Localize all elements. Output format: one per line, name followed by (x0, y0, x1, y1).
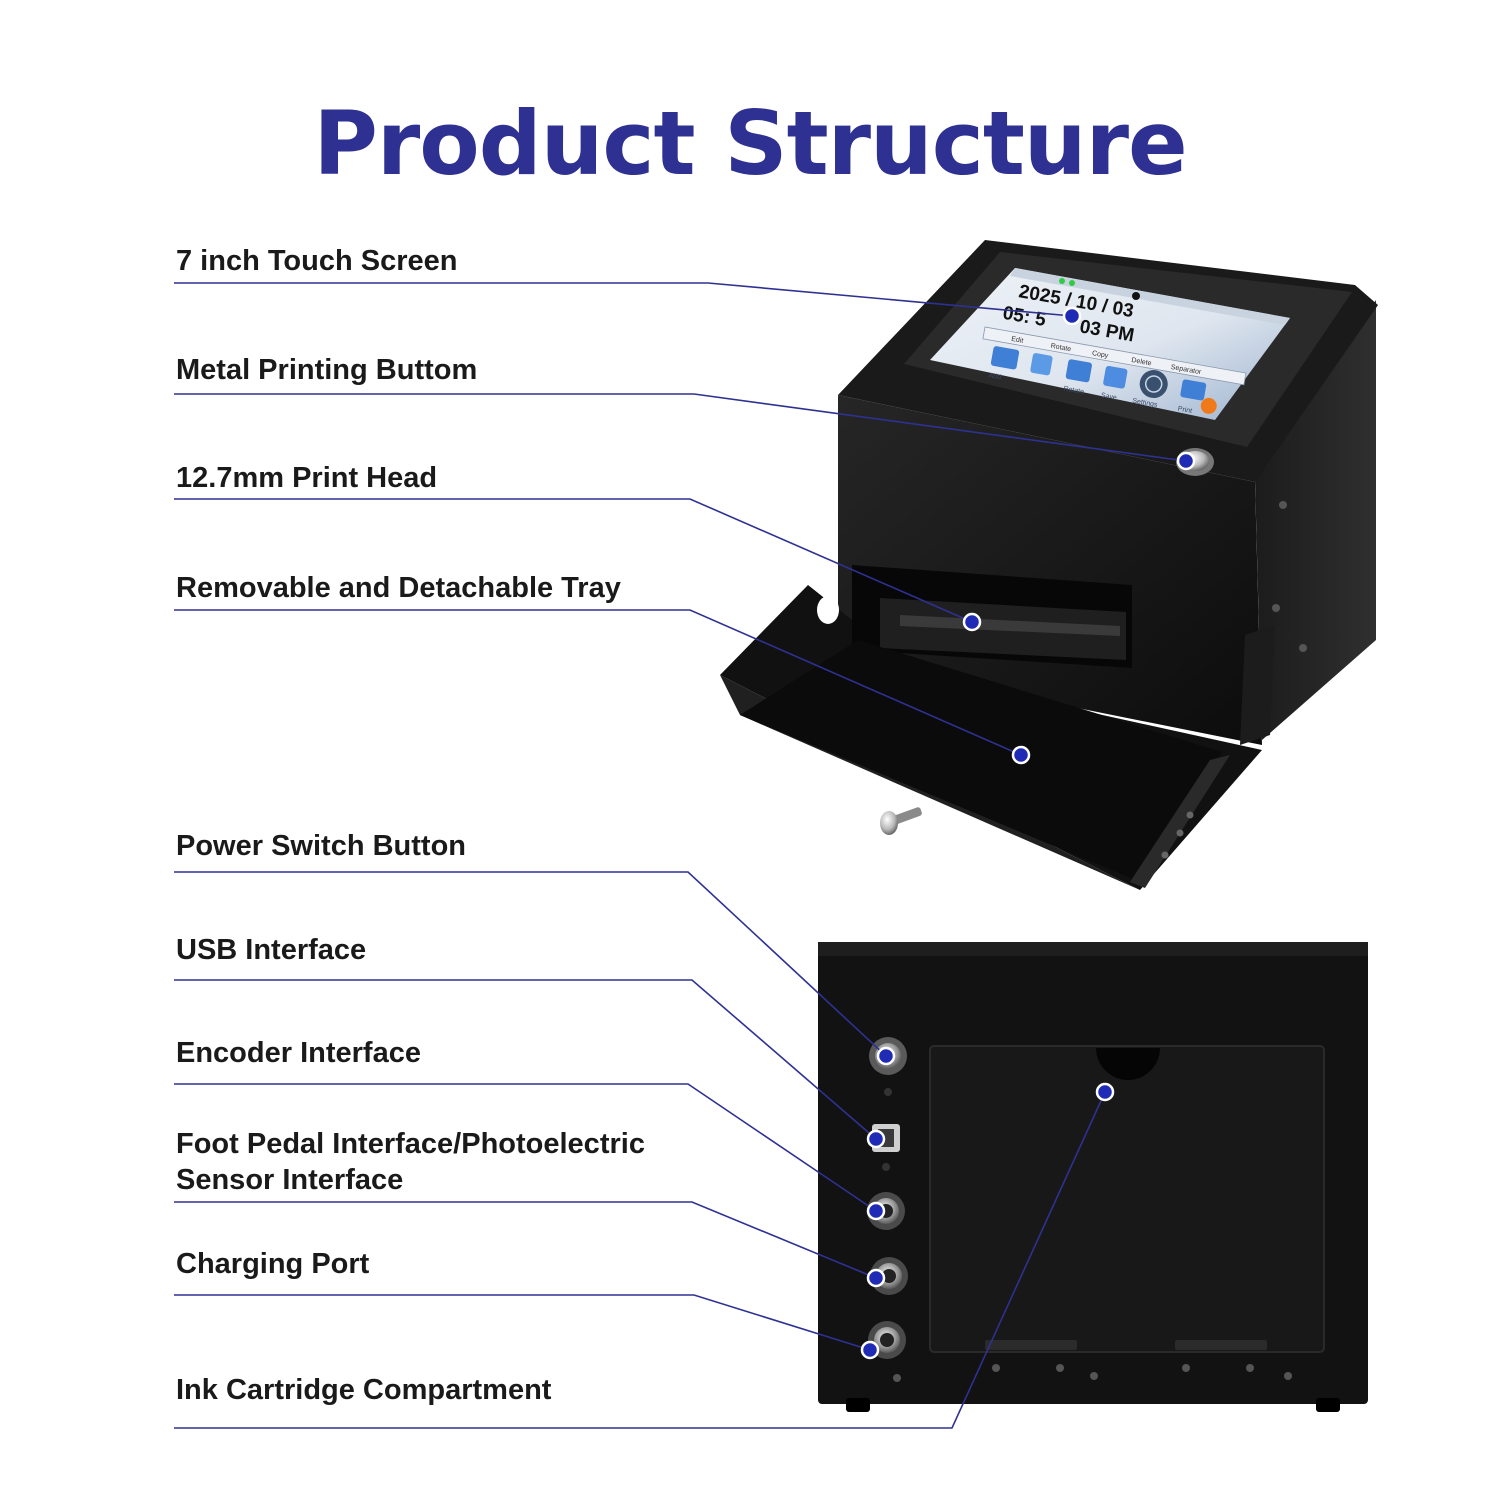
label-foot-pedal-line1: Foot Pedal Interface/Photoelectric (176, 1128, 645, 1160)
settings-icon[interactable] (1137, 368, 1169, 400)
page-title: Product Structure (313, 92, 1187, 195)
screen-tab-rotate[interactable]: Rotate (1050, 343, 1072, 353)
save-icon[interactable] (1103, 365, 1128, 389)
printer-side-view (818, 942, 1368, 1412)
screen-tab-delete[interactable]: Delete (1131, 357, 1152, 367)
marker-print-button (1176, 451, 1196, 471)
ink-cartridge-door[interactable] (929, 1045, 1325, 1353)
leader-ink-cartridge (174, 1091, 1106, 1429)
marker-tray (1011, 745, 1031, 765)
printer-upper-view: 2025 / 10 / 03 05: 5 03 PM Edit Rotate C… (720, 240, 1378, 890)
screen-icon-label-add: Add (988, 372, 1002, 381)
leader-touch-screen (174, 282, 1073, 317)
marker-charging (860, 1340, 880, 1360)
label-ink-cartridge: Ink Cartridge Compartment (176, 1374, 552, 1406)
label-print-button: Metal Printing Buttom (176, 354, 478, 386)
back-icon[interactable] (1199, 397, 1218, 416)
leader-print-button (174, 393, 1187, 462)
leader-print-head (174, 498, 973, 623)
add-icon[interactable] (1030, 353, 1053, 376)
leader-usb (174, 979, 877, 1140)
leader-charging (174, 1294, 871, 1351)
leader-foot-pedal (174, 1201, 877, 1279)
label-power-switch: Power Switch Button (176, 830, 466, 862)
label-touch-screen: 7 inch Touch Screen (176, 245, 458, 277)
folder-icon[interactable] (990, 346, 1020, 370)
screen-icon-label-save: Save (1100, 392, 1117, 402)
leader-power-switch (174, 871, 887, 1057)
screen-tab-copy[interactable]: Copy (1091, 350, 1109, 360)
screen-icon-label-print: Print (1177, 406, 1192, 415)
callout-markers (860, 306, 1196, 1360)
screen-icon-label-settings: Settings (1132, 398, 1159, 409)
label-encoder: Encoder Interface (176, 1037, 421, 1069)
label-charging: Charging Port (176, 1248, 370, 1280)
leader-tray (174, 609, 1022, 756)
marker-foot-pedal (866, 1268, 886, 1288)
rotate-icon[interactable] (1065, 359, 1092, 383)
label-tray: Removable and Detachable Tray (176, 572, 621, 604)
leader-lines (174, 282, 1187, 1429)
leader-encoder (174, 1083, 877, 1212)
marker-ink-cartridge (1095, 1082, 1115, 1102)
label-print-head: 12.7mm Print Head (176, 462, 438, 494)
screen-tab-edit[interactable]: Edit (1011, 336, 1024, 345)
screen-icon-label-rotate: Rotate (1063, 385, 1085, 395)
print-icon[interactable] (1180, 379, 1207, 401)
marker-encoder (866, 1201, 886, 1221)
marker-power-switch (876, 1046, 896, 1066)
marker-touch-screen (1062, 306, 1082, 326)
marker-usb (866, 1129, 886, 1149)
label-foot-pedal-line2: Sensor Interface (176, 1164, 404, 1196)
marker-print-head (962, 612, 982, 632)
label-usb: USB Interface (176, 934, 367, 966)
